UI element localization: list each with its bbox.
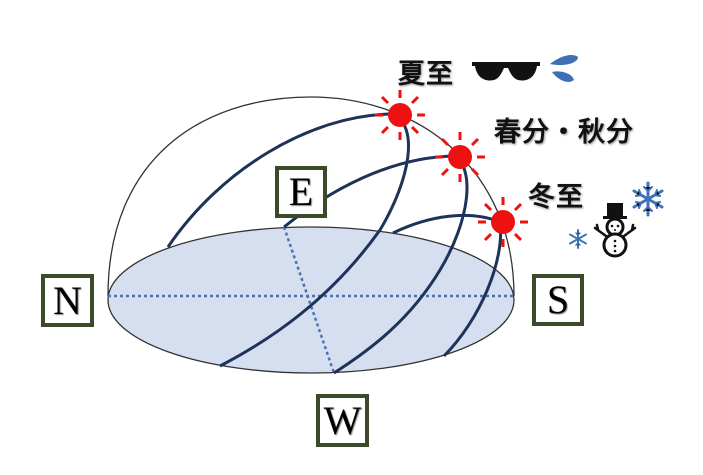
sun-icon	[478, 197, 528, 247]
direction-east-label: E	[275, 166, 327, 218]
direction-east-text: E	[288, 169, 314, 214]
snowflake-icon	[569, 229, 587, 249]
direction-west-label: W	[316, 394, 369, 447]
sweat-drops-icon	[550, 54, 578, 83]
snowflake-icon	[632, 181, 664, 217]
direction-west-text: W	[323, 397, 362, 443]
direction-north-label: N	[41, 274, 94, 327]
celestial-dome-outline	[107, 96, 515, 297]
ground-plane	[107, 226, 515, 374]
sunglasses-icon	[472, 62, 540, 81]
direction-north-text: N	[53, 277, 82, 323]
sun-icon	[435, 132, 485, 182]
east-west-axis	[282, 226, 336, 374]
summer-solstice-label: 夏至	[398, 59, 454, 90]
direction-south-label: S	[532, 274, 584, 326]
direction-south-text: S	[546, 277, 570, 322]
snowman-icon	[593, 203, 637, 258]
equinox-sun-path	[283, 154, 469, 375]
equinox-label: 春分・秋分	[494, 117, 634, 148]
sun-icon	[375, 90, 425, 140]
summer-solstice-sun-path	[166, 112, 410, 368]
winter-solstice-label: 冬至	[528, 182, 584, 213]
